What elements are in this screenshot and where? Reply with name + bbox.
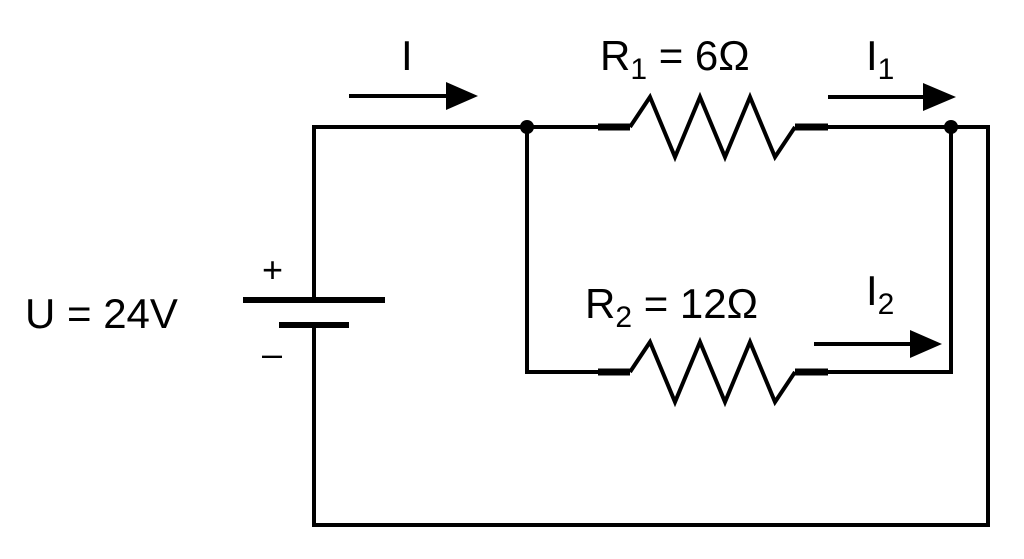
battery-minus-sign: – (262, 333, 282, 374)
current-i2-arrow-head (910, 330, 942, 358)
current-i1-subscript: 1 (878, 53, 895, 86)
current-i1-arrow-head (923, 83, 956, 111)
current-i-label: I (401, 32, 413, 79)
current-i-arrow-head (446, 82, 478, 110)
source-voltage-label: U = 24V (25, 290, 178, 337)
r1-subscript: 1 (630, 53, 647, 86)
r2-symbol: R (585, 280, 615, 327)
junction-dot-right (944, 120, 958, 134)
resistor-r2 (628, 336, 797, 408)
r2-subscript: 2 (615, 301, 632, 334)
r2-value: = 12Ω (632, 280, 758, 327)
wire-left-upper (312, 125, 529, 302)
r1-value: = 6Ω (647, 32, 750, 79)
r1-label: R1 = 6Ω (600, 32, 750, 86)
current-i1-label: I1 (866, 32, 894, 86)
current-i2-label: I2 (866, 267, 894, 321)
r1-symbol: R (600, 32, 630, 79)
r2-label: R2 = 12Ω (585, 280, 758, 334)
current-i1-main: I (866, 32, 878, 79)
current-i2-subscript: 2 (878, 288, 895, 321)
current-i2-main: I (866, 267, 878, 314)
resistor-r1 (628, 91, 797, 163)
battery-plus-sign: + (262, 249, 283, 290)
junction-dot-left (520, 120, 534, 134)
